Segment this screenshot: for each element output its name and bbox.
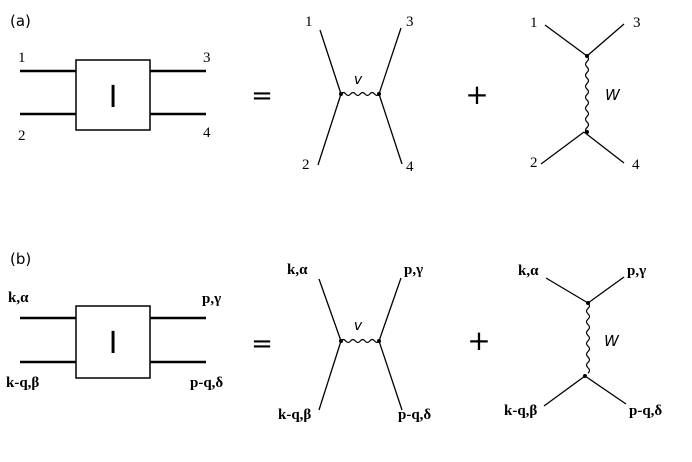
- leg-label-right-bottom: p-q,δ: [190, 375, 223, 391]
- leg-label-bottom-left: 2: [302, 157, 310, 173]
- plus-sign: +: [467, 324, 490, 357]
- leg-label-top-left: k,α: [518, 263, 539, 279]
- leg-label-top-left: k,α: [287, 262, 308, 278]
- leg-label-bottom-left: k-q,β: [278, 407, 311, 423]
- panel-a-v-diagram: v 1 3 2 4: [302, 14, 414, 175]
- leg-label-top-left: 1: [305, 14, 313, 30]
- interaction-label: v: [354, 318, 363, 334]
- leg-label-left-bottom: 2: [18, 128, 26, 144]
- wavy-interaction-line: [584, 55, 590, 134]
- leg-label-top-right: 3: [406, 14, 414, 30]
- leg-label-bottom-right: 4: [632, 157, 640, 173]
- interaction-label: W: [605, 86, 621, 104]
- leg-label-top-right: 3: [633, 15, 641, 31]
- interaction-label: W: [604, 332, 620, 350]
- interaction-label: v: [354, 72, 363, 88]
- panel-a: (a) I 1 2 3 4 =: [10, 12, 641, 175]
- panel-a-tag: (a): [10, 12, 31, 30]
- leg-label-top-right: p,γ: [627, 263, 646, 279]
- leg-label-top-right: p,γ: [404, 262, 423, 278]
- leg-label-left-top: k,α: [8, 290, 29, 306]
- equals-sign: =: [251, 81, 273, 111]
- interaction-box: [75, 305, 151, 379]
- panel-b-box-diagram: I k,α k-q,β p,γ p-q,δ: [6, 290, 223, 391]
- leg-label-right-top: 3: [203, 50, 211, 66]
- panel-b-v-diagram: v k,α p,γ k-q,β p-q,δ: [278, 262, 431, 423]
- panel-a-box-diagram: I 1 2 3 4: [18, 50, 211, 144]
- leg-label-bottom-right: p-q,δ: [629, 403, 662, 419]
- leg-label-bottom-right: p-q,δ: [398, 407, 431, 423]
- wavy-interaction-line: [585, 302, 591, 374]
- equals-sign: =: [251, 329, 273, 359]
- leg-label-top-left: 1: [530, 15, 538, 31]
- leg-label-left-top: 1: [18, 50, 26, 66]
- leg-label-bottom-right: 4: [406, 159, 414, 175]
- leg-label-right-bottom: 4: [203, 125, 211, 141]
- panel-a-w-diagram: W 1 3 2 4: [530, 15, 641, 173]
- leg-label-left-bottom: k-q,β: [6, 375, 39, 391]
- leg-label-right-top: p,γ: [202, 291, 221, 307]
- panel-b-tag: (b): [10, 250, 31, 268]
- interaction-box: [75, 59, 151, 131]
- leg-label-bottom-left: 2: [530, 155, 538, 171]
- plus-sign: +: [465, 78, 488, 111]
- box-label: I: [109, 326, 118, 361]
- box-label: I: [109, 80, 118, 115]
- wavy-interaction-line: [340, 338, 380, 344]
- panel-b: (b) I k,α k-q,β p,γ p-q,δ =: [6, 250, 662, 423]
- panel-b-w-diagram: W k,α p,γ k-q,β p-q,δ: [504, 263, 662, 419]
- wavy-interaction-line: [340, 91, 380, 97]
- leg-label-bottom-left: k-q,β: [504, 403, 537, 419]
